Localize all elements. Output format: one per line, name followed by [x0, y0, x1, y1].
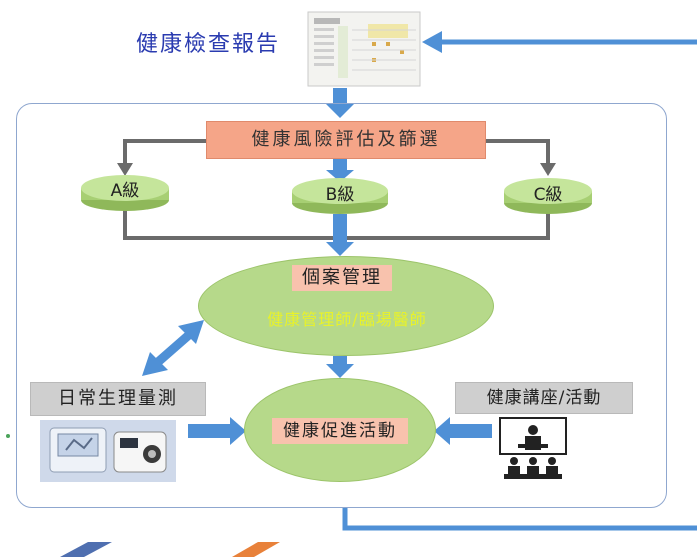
report-down-arrowhead	[326, 104, 354, 118]
report-down-arrow-shaft	[333, 88, 347, 106]
left-arrow-shaft	[188, 424, 232, 438]
grade-disc-c	[504, 178, 592, 214]
bottom-stripe-orange	[232, 542, 280, 557]
connector-left-head	[117, 163, 133, 176]
report-document-icon	[307, 11, 421, 87]
case-management-title: 個案管理	[292, 265, 392, 291]
risk-down-shaft	[333, 159, 347, 171]
lecture-audience-icon	[499, 417, 567, 479]
left-arrow-head	[230, 417, 246, 445]
side-dot	[6, 434, 10, 438]
double-arrow-head-down	[142, 352, 168, 376]
connector-right	[486, 139, 550, 165]
feedback-arrowhead	[422, 31, 442, 53]
connector-right-head	[540, 163, 556, 176]
right-arrow-shaft	[448, 424, 492, 438]
measurement-device-icon	[40, 420, 176, 482]
grade-c-label: C級	[533, 185, 563, 205]
main-frame	[16, 103, 667, 508]
grade-b-label: B級	[325, 185, 355, 205]
grade-disc-b	[292, 178, 388, 214]
double-arrow-head-up	[178, 320, 204, 344]
case-down-shaft	[333, 356, 347, 366]
feedback-loop-line	[342, 508, 697, 531]
double-arrow-line	[155, 330, 193, 366]
right-arrow-head	[434, 417, 450, 445]
risk-down-head	[326, 170, 354, 182]
health-promotion-title: 健康促進活動	[272, 418, 408, 444]
grade-down-shaft	[333, 214, 347, 244]
grade-disc-a	[81, 175, 169, 211]
lecture-activity-box: 健康講座/活動	[455, 382, 633, 414]
daily-measurement-box: 日常生理量測	[30, 382, 206, 416]
grade-a-label: A級	[110, 181, 140, 201]
report-title: 健康檢查報告	[136, 32, 281, 57]
risk-assessment-box: 健康風險評估及篩選	[206, 121, 486, 159]
bottom-stripe-blue	[60, 542, 112, 557]
grade-down-head	[326, 242, 354, 256]
connector-left	[123, 139, 206, 165]
case-management-subtitle: 健康管理師/臨場醫師	[267, 310, 427, 329]
case-down-head	[326, 364, 354, 378]
